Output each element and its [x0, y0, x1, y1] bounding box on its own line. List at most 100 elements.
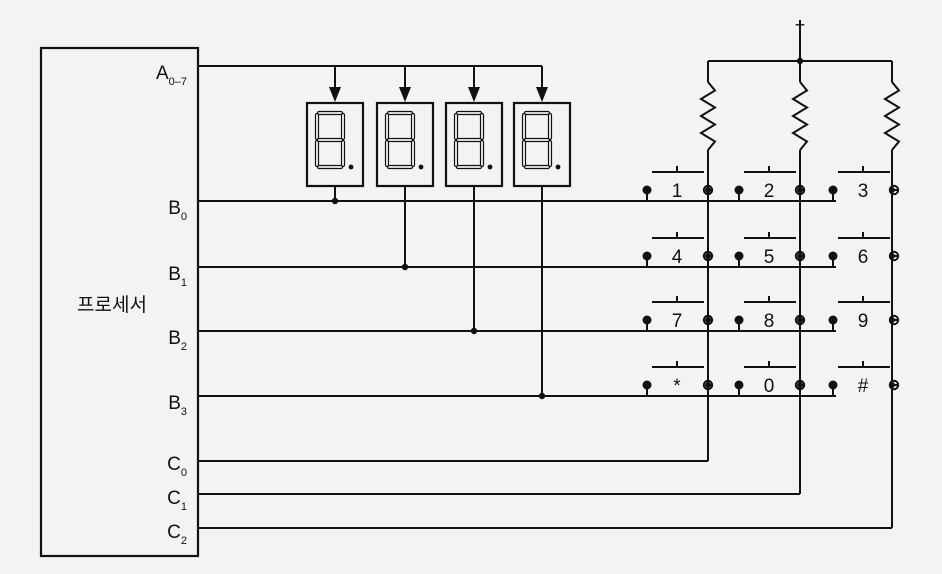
- seven-segment-display-1: [305, 101, 365, 188]
- key-label: 1: [672, 181, 683, 202]
- key-label: 4: [672, 247, 683, 268]
- display-frame: [512, 101, 572, 188]
- keypad-key-7: 7: [642, 296, 714, 332]
- pin-subscript: 0–7: [169, 76, 187, 88]
- key-right-contact: [702, 314, 714, 326]
- key-label: 0: [764, 376, 775, 397]
- resistor-1: [699, 81, 717, 151]
- pin-subscript: 3: [181, 406, 187, 418]
- decimal-point: [487, 164, 493, 170]
- display-frame: [305, 101, 365, 188]
- seven-segment-displays: [305, 101, 572, 188]
- a-bus-arrow: [329, 87, 341, 102]
- pin-subscript: 2: [181, 341, 187, 353]
- seven-segment-display-3: [444, 101, 504, 188]
- keypad-key-3: 3: [828, 166, 900, 202]
- key-label: *: [673, 376, 681, 397]
- key-label: 6: [858, 247, 869, 268]
- seven-segment-display-4: [512, 101, 572, 188]
- keypad-key-6: 6: [828, 232, 900, 268]
- keypad-key-4: 4: [642, 232, 714, 268]
- decimal-point: [555, 164, 561, 170]
- column-junction-dot: [705, 253, 711, 259]
- pin-label-c0: C0: [167, 454, 187, 479]
- keypad-key-*: *: [642, 361, 714, 397]
- pin-letter: B: [168, 264, 181, 285]
- processor-label: 프로세서: [77, 294, 147, 316]
- pin-letter: A: [156, 63, 169, 84]
- processor-box: [39, 46, 200, 558]
- keypad-key-1: 1: [642, 166, 714, 202]
- column-junction-dot: [889, 382, 895, 388]
- column-junction-dot: [705, 382, 711, 388]
- key-label: 2: [764, 181, 775, 202]
- pin-label-b1: B1: [168, 264, 187, 289]
- key-right-contact: [702, 379, 714, 391]
- wires: [198, 20, 893, 529]
- pin-label-a: A0–7: [156, 63, 187, 88]
- key-label: 5: [764, 247, 775, 268]
- resistor-2: [791, 81, 809, 151]
- pin-letter: B: [168, 328, 181, 349]
- pin-letter: B: [168, 393, 181, 414]
- key-right-contact: [794, 314, 806, 326]
- column-junction-dot: [797, 253, 803, 259]
- pin-label-c1: C1: [167, 488, 187, 513]
- keypad-key-9: 9: [828, 296, 900, 332]
- pin-letter: B: [168, 198, 181, 219]
- resistor-3: [883, 81, 901, 151]
- junction-dot: [331, 197, 339, 205]
- pin-subscript: 0: [181, 467, 187, 479]
- column-junction-dot: [889, 317, 895, 323]
- a-bus-arrow: [468, 87, 480, 102]
- pin-letter: C: [167, 454, 181, 475]
- pin-subscript: 0: [181, 211, 187, 223]
- column-junction-dot: [797, 382, 803, 388]
- junction-dot: [470, 327, 478, 335]
- key-label: 7: [672, 311, 683, 332]
- decimal-point: [418, 164, 424, 170]
- pin-label-b2: B2: [168, 328, 187, 353]
- key-label: 3: [858, 181, 869, 202]
- seven-segment-display-2: [375, 101, 435, 188]
- pin-label-b0: B0: [168, 198, 187, 223]
- pin-subscript: 1: [181, 277, 187, 289]
- keypad: 1 2 3 4 5 6 7 8 9 * 0 #: [642, 166, 900, 397]
- key-right-contact: [794, 184, 806, 196]
- column-junction-dot: [705, 317, 711, 323]
- supply-plus-label: +: [795, 15, 806, 35]
- pin-subscript: 2: [181, 535, 187, 547]
- keypad-key-0: 0: [734, 361, 806, 397]
- pull-up-resistors: [699, 61, 901, 151]
- column-junction-dot: [889, 187, 895, 193]
- decimal-point: [348, 164, 354, 170]
- pin-subscript: 1: [181, 501, 187, 513]
- key-right-contact: [702, 184, 714, 196]
- junction-dot: [538, 392, 546, 400]
- column-junction-dot: [705, 187, 711, 193]
- key-label: 9: [858, 311, 869, 332]
- pin-label-b3: B3: [168, 393, 187, 418]
- column-junction-dot: [797, 187, 803, 193]
- display-frame: [375, 101, 435, 188]
- pin-letter: C: [167, 522, 181, 543]
- display-frame: [444, 101, 504, 188]
- key-right-contact: [794, 250, 806, 262]
- a-bus-arrow: [399, 87, 411, 102]
- key-right-contact: [794, 379, 806, 391]
- junction-dot: [401, 263, 409, 271]
- column-junction-dot: [797, 317, 803, 323]
- keypad-key-5: 5: [734, 232, 806, 268]
- pin-letter: C: [167, 488, 181, 509]
- keypad-key-2: 2: [734, 166, 806, 202]
- keypad-key-8: 8: [734, 296, 806, 332]
- column-junction-dot: [889, 253, 895, 259]
- key-right-contact: [702, 250, 714, 262]
- keypad-key-#: #: [828, 361, 900, 397]
- a-bus-arrow: [536, 87, 548, 102]
- pin-label-c2: C2: [167, 522, 187, 547]
- key-label: #: [858, 376, 869, 397]
